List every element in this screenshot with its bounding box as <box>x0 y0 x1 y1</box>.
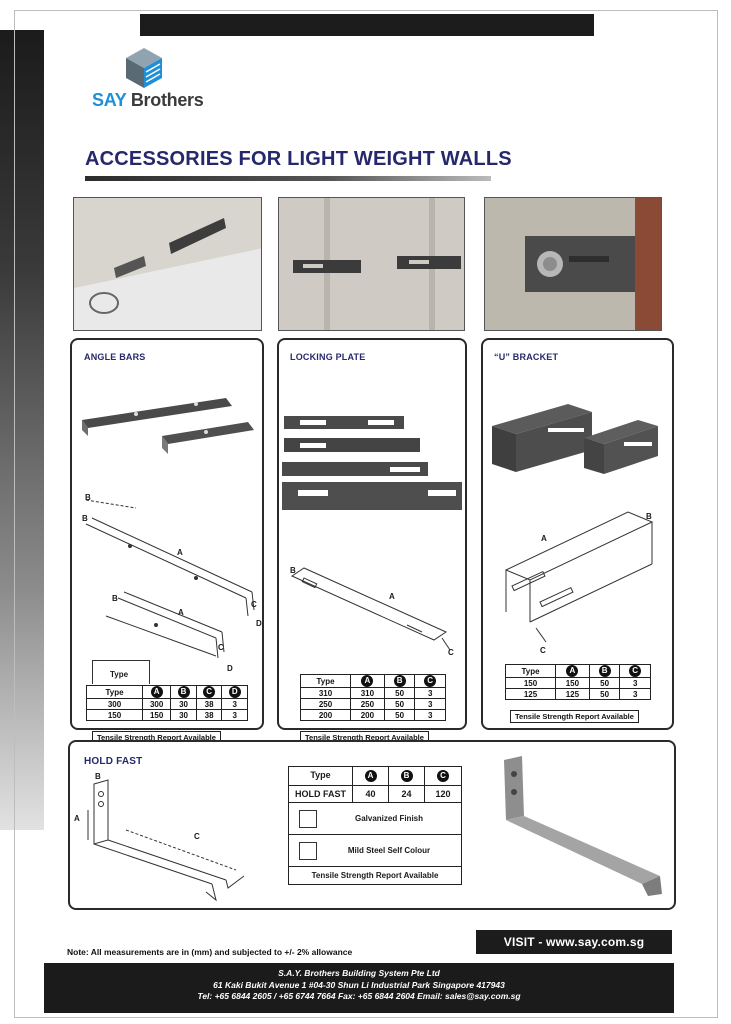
hold-fast-table: Type A B C HOLD FAST 40 24 120 Galvanize… <box>288 766 462 885</box>
angle-bars-product-image <box>82 398 254 454</box>
tensile-note: Tensile Strength Report Available <box>311 871 439 880</box>
u-bracket-label: “U” BRACKET <box>494 352 559 362</box>
table-header: A <box>141 685 172 699</box>
page-frame <box>14 10 718 1018</box>
u-bracket-table: Type A B C 150 150 50 3 125 125 50 3 <box>505 664 651 700</box>
table-row: 125 125 50 3 <box>505 688 651 700</box>
company-name: S.A.Y. Brothers Building System Pte Ltd <box>278 968 440 978</box>
table-row: HOLD FAST 40 24 120 <box>289 786 461 803</box>
type-tag-box <box>92 660 150 684</box>
locking-plate-product-image <box>282 416 462 510</box>
dim-label-d: D <box>227 664 233 673</box>
table-row: 150 150 50 3 <box>505 677 651 689</box>
dim-label-a: A <box>74 814 80 823</box>
dim-label-b: B <box>112 594 118 603</box>
dim-label-c: C <box>218 643 224 652</box>
dim-label-a: A <box>177 548 183 557</box>
dim-label-c: C <box>251 600 257 609</box>
table-header-row: Type A B C <box>289 767 461 786</box>
table-header: B <box>389 767 425 785</box>
locking-plate-panel <box>277 338 467 730</box>
dim-label-a: A <box>541 534 547 543</box>
page-title: ACCESSORIES FOR LIGHT WEIGHT WALLS <box>85 148 512 170</box>
locking-plate-photo <box>278 197 465 331</box>
dim-label-c: C <box>194 832 200 841</box>
locking-plate-table: Type A B C 310 310 50 3 250 250 50 3 200… <box>300 674 446 721</box>
type-tag: Type <box>110 670 129 679</box>
company-address: 61 Kaki Bukit Avenue 1 #04-30 Shun Li In… <box>213 979 505 990</box>
table-header: A <box>350 674 385 688</box>
tensile-note: Tensile Strength Report Available <box>510 710 639 723</box>
table-row: 310 310 50 3 <box>300 687 446 699</box>
company-contact: Tel: +65 6844 2605 / +65 6744 7664 Fax: … <box>197 991 521 1001</box>
table-row: 150 150 30 38 3 <box>86 709 248 721</box>
hold-fast-label: HOLD FAST <box>84 756 143 767</box>
table-header: B <box>588 664 621 678</box>
dim-label-c: C <box>540 646 546 655</box>
angle-bars-panel <box>70 338 264 730</box>
table-row: 200 200 50 3 <box>300 709 446 721</box>
table-header: Type <box>505 664 556 678</box>
dim-label-a: A <box>389 592 395 601</box>
u-bracket-diagram <box>504 511 654 643</box>
table-header: A <box>555 664 590 678</box>
measurement-note: Note: All measurements are in (mm) and s… <box>67 947 353 957</box>
footer: S.A.Y. Brothers Building System Pte Ltd … <box>44 963 674 1013</box>
dim-label-a: A <box>178 608 184 617</box>
dim-label-b: B <box>82 514 88 523</box>
angle-bars-table: Type A B C D 300 300 30 38 3 150 150 30 … <box>86 685 248 721</box>
table-header: Type <box>86 685 143 699</box>
angle-bars-label: ANGLE BARS <box>84 352 146 362</box>
table-header: B <box>383 674 416 688</box>
title-underline <box>85 176 491 181</box>
table-header: D <box>221 685 248 699</box>
table-header: B <box>170 685 197 699</box>
hold-fast-product-image <box>504 756 662 896</box>
dim-label-b: B <box>290 566 296 575</box>
locking-plate-diagram <box>290 567 451 651</box>
dim-label-c: C <box>448 648 454 657</box>
decorative-sidebar <box>0 30 44 830</box>
hold-fast-diagram <box>87 779 245 902</box>
table-header: C <box>425 767 461 785</box>
table-header: A <box>353 767 389 785</box>
dim-label-d: D <box>256 619 262 628</box>
table-header: Type <box>289 767 353 785</box>
table-header: C <box>195 685 223 699</box>
visit-website-link[interactable]: VISIT - www.say.com.sg <box>476 930 672 954</box>
dim-label-b: B <box>646 512 652 521</box>
angle-bars-diagram <box>85 499 255 659</box>
finish-option: Mild Steel Self Colour <box>289 835 461 867</box>
brand-name: SAY Brothers <box>92 90 204 110</box>
dim-label-b: B <box>85 493 91 502</box>
dim-label-b: B <box>95 772 101 781</box>
table-header: C <box>619 664 651 678</box>
finish-option: Galvanized Finish <box>289 803 461 835</box>
header-bar <box>140 14 594 36</box>
finish-checkbox <box>299 809 317 828</box>
angle-bar-photo <box>73 197 262 331</box>
table-header: C <box>414 674 446 688</box>
table-row: 300 300 30 38 3 <box>86 698 248 710</box>
finish-checkbox <box>299 841 317 860</box>
table-row: 250 250 50 3 <box>300 698 446 710</box>
say-brothers-logo <box>126 48 162 88</box>
locking-plate-label: LOCKING PLATE <box>290 352 366 362</box>
u-bracket-photo <box>484 197 662 331</box>
u-bracket-product-image <box>492 404 658 474</box>
table-header: Type <box>300 674 351 688</box>
hold-fast-panel <box>68 740 676 910</box>
